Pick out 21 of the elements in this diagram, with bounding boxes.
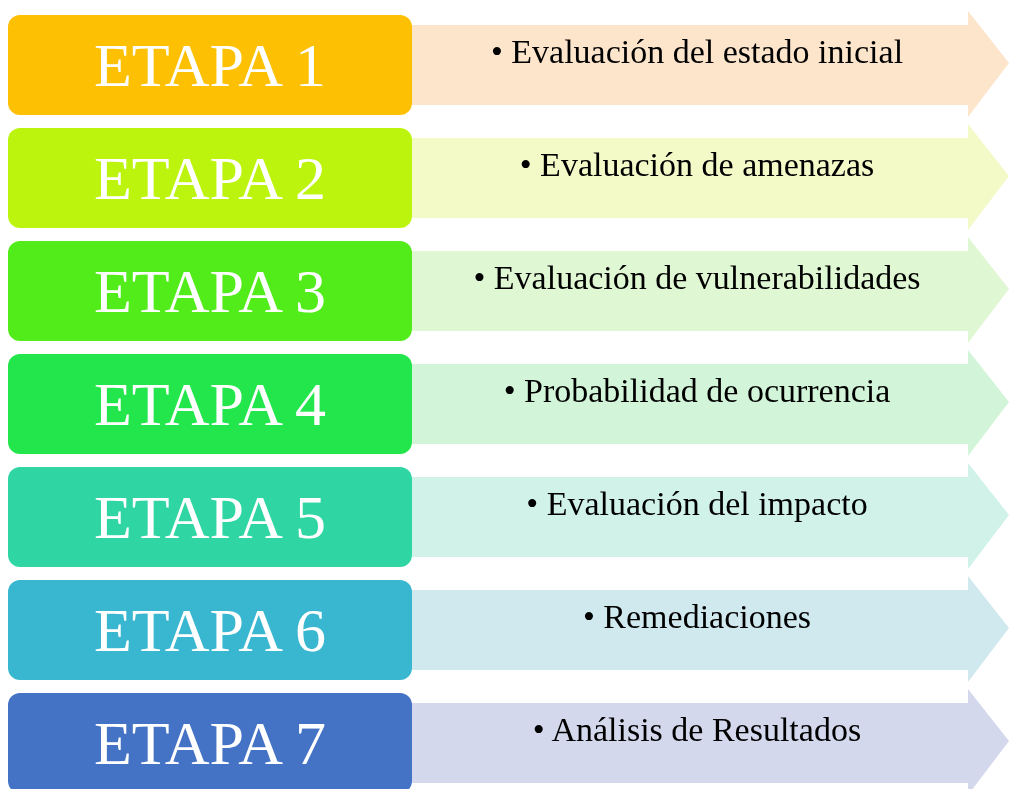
step-text: • Probabilidad de ocurrencia [502, 372, 892, 410]
stage-box [8, 693, 412, 789]
stage-label: ETAPA 4 [93, 368, 327, 440]
step-text: • Análisis de Resultados [531, 711, 863, 749]
step-text: • Evaluación de vulnerabilidades [472, 259, 922, 297]
stage-box [8, 128, 412, 228]
stage-box [8, 354, 412, 454]
stage-label: ETAPA 5 [93, 481, 327, 553]
stage-box [8, 241, 412, 341]
step-text: • Evaluación del estado inicial [489, 33, 905, 71]
stage-box [8, 580, 412, 680]
step-text: • Evaluación del impacto [525, 485, 869, 523]
stage-label: ETAPA 1 [93, 29, 327, 101]
stage-label: ETAPA 7 [93, 707, 327, 779]
stage-box [8, 467, 412, 567]
stage-label: ETAPA 3 [93, 255, 327, 327]
step-text: • Remediaciones [581, 598, 813, 636]
stage-label: ETAPA 6 [93, 594, 327, 666]
stage-box [8, 15, 412, 115]
step-text: • Evaluación de amenazas [518, 146, 876, 184]
stage-label: ETAPA 2 [93, 142, 327, 214]
